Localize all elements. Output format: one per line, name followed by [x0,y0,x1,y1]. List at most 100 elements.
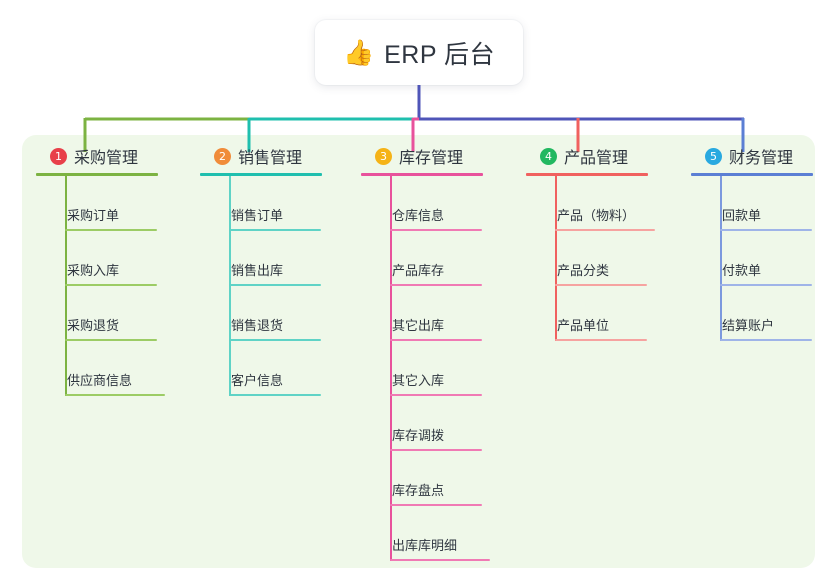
list-item[interactable]: 销售出库 [229,231,321,286]
branch-items-1: 采购订单 采购入库 采购退货 供应商信息 [36,176,186,396]
list-item[interactable]: 采购入库 [65,231,157,286]
leaf-underline [65,284,157,286]
branch-items-3: 仓库信息 产品库存 其它出库 其它入库 库存调拨 库存盘点 [361,176,511,561]
leaf-underline [229,394,321,396]
leaf-label: 采购退货 [67,318,120,333]
branch-underline-1 [36,173,158,176]
leaf-underline [229,339,321,341]
leaf-underline [65,339,157,341]
branch-spine-1 [65,176,67,396]
leaf-label: 仓库信息 [392,208,445,223]
list-item[interactable]: 客户信息 [229,341,321,396]
leaf-label: 采购订单 [67,208,120,223]
branch-spine-5 [720,176,722,341]
branch-header-2[interactable]: 2 销售管理 [200,143,350,169]
list-item[interactable]: 采购订单 [65,176,157,231]
branch-title-1: 采购管理 [74,150,139,167]
root-node-label: ERP 后台 [384,40,496,69]
leaf-label: 产品分类 [557,263,610,278]
list-item[interactable]: 库存盘点 [390,451,482,506]
branch-badge-5: 5 [705,147,722,165]
branch-title-3: 库存管理 [399,150,464,167]
leaf-label: 采购入库 [67,263,120,278]
branch-underline-3 [361,173,483,176]
list-item[interactable]: 仓库信息 [390,176,482,231]
list-item[interactable]: 结算账户 [720,286,812,341]
branch-underline-2 [200,173,322,176]
leaf-label: 其它出库 [392,318,445,333]
leaf-label: 销售出库 [231,263,284,278]
leaf-label: 产品（物料） [557,208,636,223]
list-item[interactable]: 供应商信息 [65,341,167,396]
list-item[interactable]: 库存调拨 [390,396,482,451]
leaf-underline [390,449,482,451]
leaf-label: 销售退货 [231,318,284,333]
branch-column-2[interactable]: 2 销售管理 销售订单 销售出库 销售退货 客户信息 [200,143,350,396]
leaf-label: 产品单位 [557,318,610,333]
branch-badge-3: 3 [375,147,392,165]
list-item[interactable]: 产品（物料） [555,176,657,231]
list-item[interactable]: 产品分类 [555,231,647,286]
leaf-underline [390,229,482,231]
branch-column-5[interactable]: 5 财务管理 回款单 付款单 结算账户 [691,143,839,341]
leaf-label: 产品库存 [392,263,445,278]
leaf-label: 客户信息 [231,373,284,388]
leaf-label: 付款单 [722,263,762,278]
branch-badge-1: 1 [50,147,67,165]
branch-spine-3 [390,176,392,561]
leaf-underline [390,339,482,341]
leaf-underline [229,284,321,286]
branch-spine-4 [555,176,557,341]
leaf-label: 供应商信息 [67,373,133,388]
leaf-label: 出库库明细 [392,538,458,553]
leaf-label: 结算账户 [722,318,775,333]
branch-title-4: 产品管理 [564,150,629,167]
root-node[interactable]: 👍 ERP 后台 [315,20,523,85]
leaf-underline [555,284,647,286]
branch-items-2: 销售订单 销售出库 销售退货 客户信息 [200,176,350,396]
branch-items-5: 回款单 付款单 结算账户 [691,176,839,341]
list-item[interactable]: 付款单 [720,231,812,286]
branch-header-5[interactable]: 5 财务管理 [691,143,839,169]
branch-column-1[interactable]: 1 采购管理 采购订单 采购入库 采购退货 供应商信息 [36,143,186,396]
branch-header-4[interactable]: 4 产品管理 [526,143,676,169]
branch-header-1[interactable]: 1 采购管理 [36,143,186,169]
leaf-underline [390,504,482,506]
thumbs-up-emoji: 👍 [342,39,375,67]
list-item[interactable]: 销售订单 [229,176,321,231]
branch-column-4[interactable]: 4 产品管理 产品（物料） 产品分类 产品单位 [526,143,676,341]
leaf-underline [390,559,490,561]
leaf-label: 其它入库 [392,373,445,388]
branch-badge-4: 4 [540,147,557,165]
leaf-label: 库存盘点 [392,483,445,498]
list-item[interactable]: 产品单位 [555,286,647,341]
leaf-underline [65,394,165,396]
list-item[interactable]: 其它入库 [390,341,482,396]
list-item[interactable]: 采购退货 [65,286,157,341]
branch-underline-5 [691,173,813,176]
branch-spine-2 [229,176,231,396]
branch-items-4: 产品（物料） 产品分类 产品单位 [526,176,676,341]
leaf-label: 销售订单 [231,208,284,223]
branches-background-panel [22,135,815,568]
branch-column-3[interactable]: 3 库存管理 仓库信息 产品库存 其它出库 其它入库 库存调拨 [361,143,511,561]
leaf-underline [720,339,812,341]
leaf-underline [390,394,482,396]
list-item[interactable]: 出库库明细 [390,506,492,561]
branch-badge-2: 2 [214,147,231,165]
list-item[interactable]: 产品库存 [390,231,482,286]
branch-title-5: 财务管理 [729,150,794,167]
leaf-label: 回款单 [722,208,762,223]
branch-header-3[interactable]: 3 库存管理 [361,143,511,169]
list-item[interactable]: 回款单 [720,176,812,231]
leaf-underline [390,284,482,286]
leaf-label: 库存调拨 [392,428,445,443]
branch-underline-4 [526,173,648,176]
leaf-underline [555,339,647,341]
list-item[interactable]: 其它出库 [390,286,482,341]
leaf-underline [65,229,157,231]
leaf-underline [229,229,321,231]
list-item[interactable]: 销售退货 [229,286,321,341]
branch-title-2: 销售管理 [238,150,303,167]
